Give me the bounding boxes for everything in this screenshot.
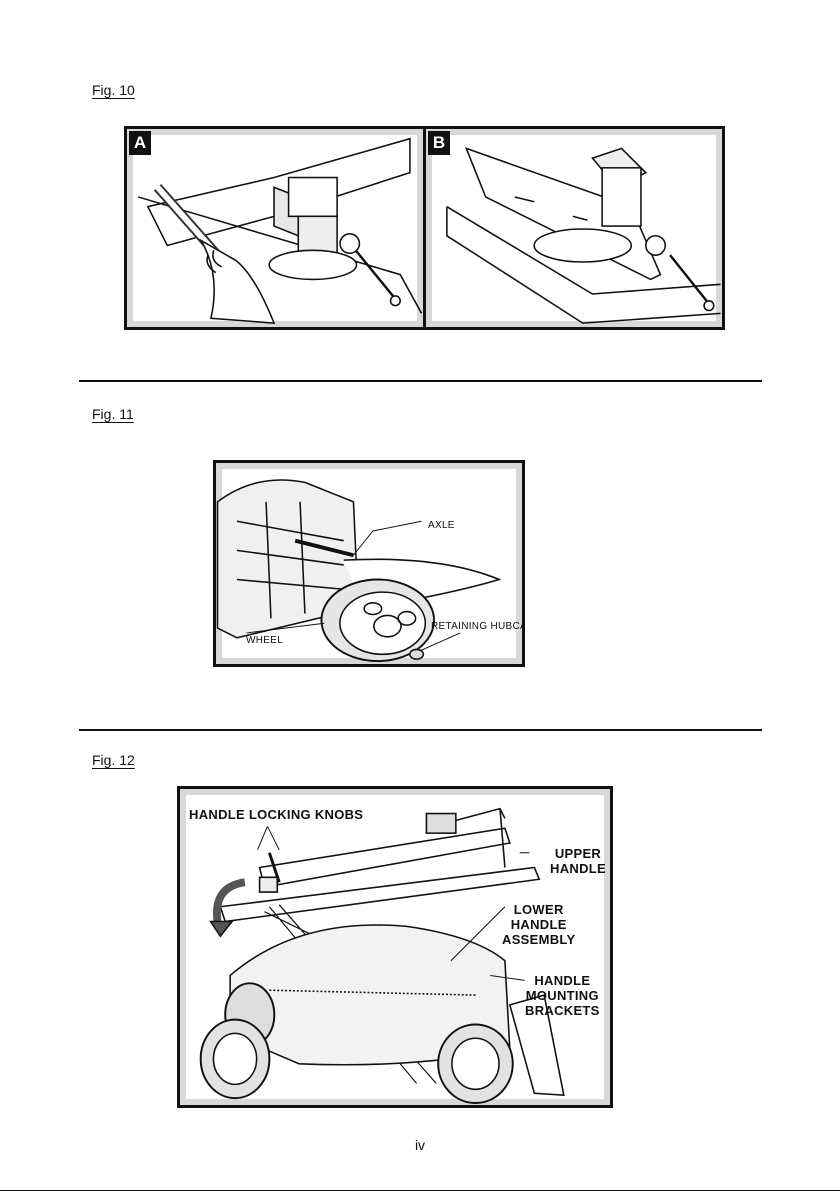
brackets-line-3: BRACKETS (525, 1003, 600, 1018)
section-divider-2 (79, 729, 762, 731)
lower-handle-line-1: LOWER (502, 902, 575, 917)
blade-filing-illustration (127, 129, 423, 327)
mower-handle-illustration (180, 789, 610, 1105)
upper-handle-line-2: HANDLE (550, 861, 606, 876)
lower-handle-line-2: HANDLE (502, 917, 575, 932)
fig-10-panel-b: B (423, 126, 725, 330)
wheel-axle-illustration (216, 463, 522, 664)
fig-11-label: Fig. 11 (92, 406, 134, 422)
panel-a-badge: A (129, 131, 151, 155)
callout-upper-handle: UPPER HANDLE (550, 846, 606, 876)
callout-handle-mounting-brackets: HANDLE MOUNTING BRACKETS (525, 973, 600, 1018)
fig-11-panel: AXLE WHEEL RETAINING HUBCAP (213, 460, 525, 667)
panel-b-badge: B (428, 131, 450, 155)
callout-lower-handle-assembly: LOWER HANDLE ASSEMBLY (502, 902, 575, 947)
upper-handle-line-1: UPPER (550, 846, 606, 861)
fig-10-panel-a: A (124, 126, 426, 330)
page-number: iv (0, 1137, 840, 1153)
callout-wheel: WHEEL (246, 635, 283, 646)
fig-10-label: Fig. 10 (92, 82, 135, 98)
fig-12-panel: HANDLE LOCKING KNOBS UPPER HANDLE LOWER … (177, 786, 613, 1108)
fig-12-label: Fig. 12 (92, 752, 135, 768)
callout-axle: AXLE (428, 520, 455, 531)
blade-vise-illustration (426, 129, 722, 327)
brackets-line-1: HANDLE (525, 973, 600, 988)
callout-handle-locking-knobs: HANDLE LOCKING KNOBS (189, 807, 363, 822)
lower-handle-line-3: ASSEMBLY (502, 932, 575, 947)
brackets-line-2: MOUNTING (525, 988, 600, 1003)
callout-retaining-hubcap: RETAINING HUBCAP (431, 621, 525, 632)
section-divider-1 (79, 380, 762, 382)
